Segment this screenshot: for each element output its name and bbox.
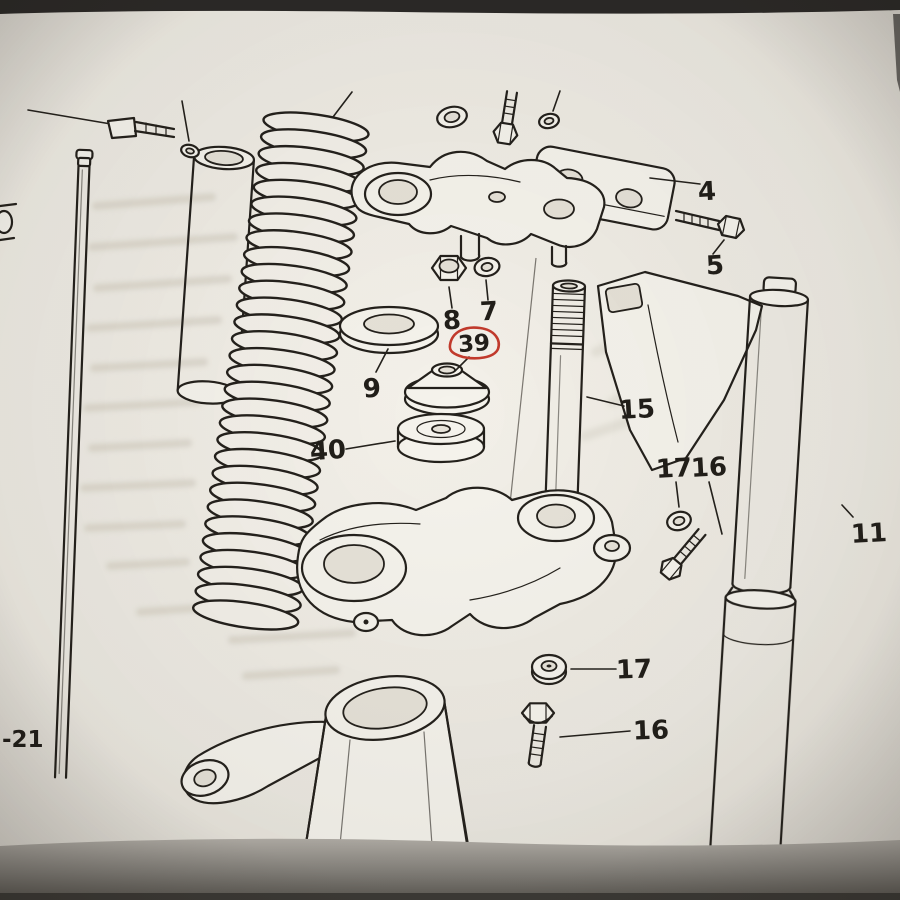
parts-diagram-canvas: 4 5 7 8 9 39 40 15 17 16 11 -21 17 16 bbox=[0, 0, 900, 900]
photo-of-parts-diagram: 4 5 7 8 9 39 40 15 17 16 11 -21 17 16 bbox=[0, 0, 900, 900]
photo-vignette bbox=[0, 0, 900, 900]
